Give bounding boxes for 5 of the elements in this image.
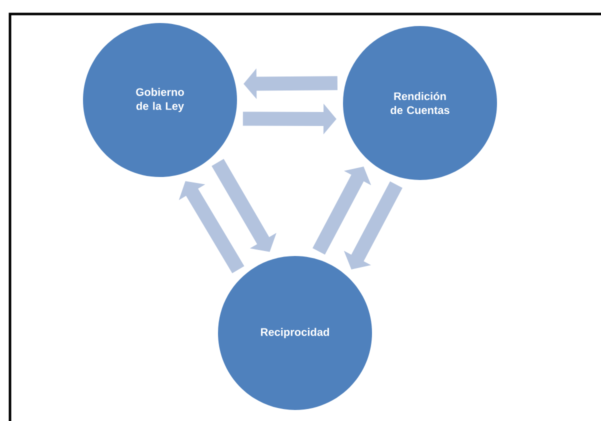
block-arrow [212,158,276,252]
circle-node: Rendición de Cuentas [343,26,497,180]
circle-node: Gobierno de la Ley [83,23,237,177]
circle-node: Reciprocidad [218,256,372,410]
block-arrow [178,181,244,274]
